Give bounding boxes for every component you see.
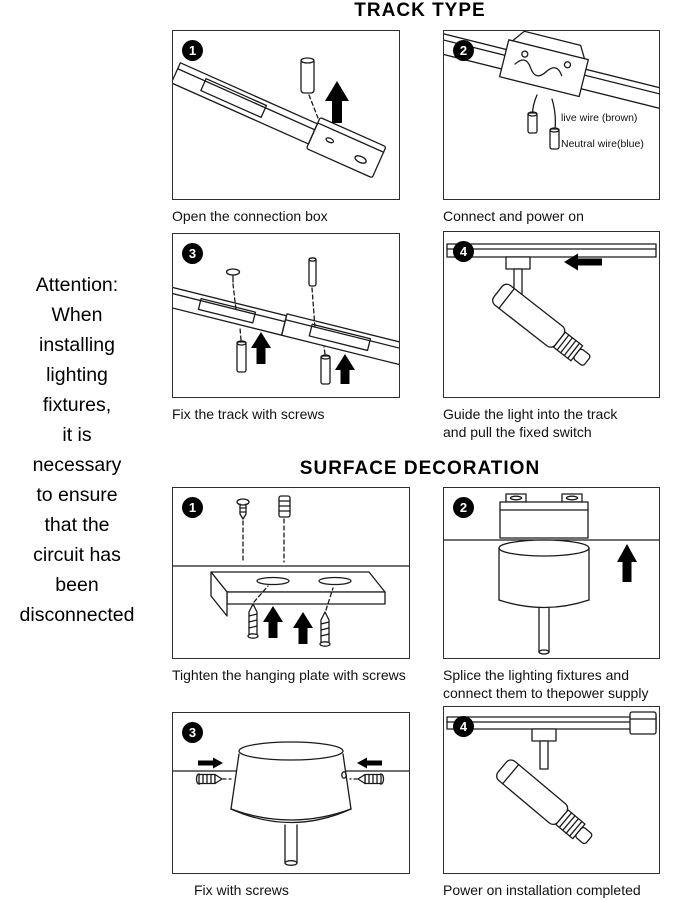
track-adapter (505, 256, 531, 296)
step-panel: 3 (172, 233, 400, 398)
neutral-wire-pendant (549, 98, 560, 150)
neutral-wire-label: Neutral wire(blue) (561, 138, 644, 150)
step-panel: 1 (172, 487, 410, 659)
illustration-guide-light (446, 243, 657, 366)
arrow-up-icon (325, 81, 349, 123)
screw-right (319, 587, 334, 647)
screw-left-side (195, 773, 232, 785)
pin-connector (308, 257, 317, 329)
step-caption: Tighten the hanging plate with screws (172, 667, 406, 683)
step-track-3: 3 Fix the track with screws (172, 233, 400, 423)
arrow-up-icon (335, 354, 355, 384)
arrow-left-icon (357, 757, 382, 769)
hanging-plate (210, 571, 386, 617)
track-adapter (531, 728, 557, 770)
arrow-up-icon (251, 332, 271, 364)
canopy (498, 539, 590, 609)
step-number-badge: 3 (182, 243, 203, 264)
spotlight (492, 283, 591, 366)
attention-note: Attention: When installing lighting fixt… (19, 274, 135, 626)
step-caption: Fix the track with screws (172, 406, 325, 422)
step-panel: 2 (443, 487, 660, 659)
step-number-badge: 2 (453, 40, 474, 61)
section-title-surface-decoration: SURFACE DECORATION (299, 458, 541, 479)
ceiling-track (446, 243, 657, 258)
connector-plug (300, 57, 319, 119)
screw-left (247, 585, 269, 639)
arrow-up-icon (293, 612, 313, 644)
step-number-badge: 1 (182, 497, 203, 518)
step-number-badge: 4 (453, 241, 474, 262)
screw-bottom-left (236, 327, 247, 373)
track-rail (444, 31, 659, 111)
illustration-open-connection-box (173, 57, 387, 178)
step-caption: Fix with screws (194, 882, 289, 898)
step-caption: Power on installation completed (443, 882, 641, 898)
step-panel: 4 (443, 706, 660, 874)
illustration-hanging-plate (173, 495, 409, 647)
step-caption: Open the connection box (172, 208, 328, 224)
step-caption: Guide the light into the track and pull … (443, 406, 618, 440)
step-number-badge: 3 (182, 722, 203, 743)
arrow-up-icon (617, 544, 637, 582)
live-wire-pendant (527, 94, 538, 134)
step-panel: 4 (443, 231, 660, 398)
step-surface-2: 2 Splice the lighting fixtures and conne… (443, 487, 660, 702)
section-title-track-type: TRACK TYPE (354, 0, 486, 21)
screw-bottom-right (320, 346, 331, 385)
canopy (230, 741, 352, 824)
screw-top (236, 498, 250, 563)
step-track-4: 4 Guide the light into the track and pul… (443, 231, 660, 441)
connection-box-open (498, 31, 589, 98)
pipe (284, 824, 298, 866)
arrow-up-icon (263, 606, 283, 638)
illustration-installation-complete (446, 711, 657, 845)
step-track-2: live wire (brown) Neutral wire(blue) 2 C… (443, 30, 660, 225)
step-caption: Connect and power on (443, 208, 584, 224)
step-surface-3: 3 Fix with screws (172, 712, 410, 899)
illustration-fix-with-screws (173, 741, 409, 866)
track-rail (173, 286, 399, 366)
mounting-bracket (499, 493, 589, 539)
step-surface-1: 1 Tighten the hanging plate with screws (172, 487, 410, 684)
live-wire-label: live wire (brown) (561, 112, 637, 124)
track-rail (173, 62, 387, 178)
pipe (538, 607, 550, 655)
step-panel: live wire (brown) Neutral wire(blue) 2 (443, 30, 660, 200)
step-number-badge: 4 (453, 716, 474, 737)
spotlight (496, 759, 593, 845)
step-number-badge: 1 (182, 40, 203, 61)
step-track-1: 1 Open the connection box (172, 30, 400, 225)
screw-right-side (349, 773, 385, 785)
step-caption: Splice the lighting fixtures and connect… (443, 667, 649, 701)
illustration-splice-fixtures (444, 493, 659, 655)
ceiling-track (446, 711, 657, 735)
arrow-right-icon (198, 757, 223, 769)
step-panel: 3 (172, 712, 410, 874)
step-number-badge: 2 (453, 497, 474, 518)
step-panel: 1 (172, 30, 400, 200)
illustration-fix-track-screws (173, 257, 399, 385)
illustration-connect-power: live wire (brown) Neutral wire(blue) (444, 31, 659, 150)
wall-anchor (278, 495, 291, 563)
step-surface-4: 4 Power on installation completed (443, 706, 660, 899)
screw-head-top (225, 268, 241, 311)
arrow-left-icon (564, 253, 602, 271)
